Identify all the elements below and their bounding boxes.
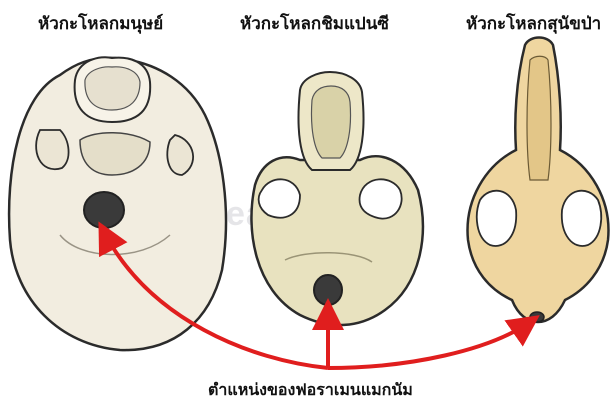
foramen-magnum-caption: ตำแหน่งของฟอราเมนแมกนัม — [208, 378, 413, 403]
chimp-skull — [251, 72, 422, 325]
title-chimp-skull: หัวกะโหลกชิมแปนซี — [240, 10, 389, 37]
arrow-to-wolf-foramen — [328, 322, 530, 368]
wolf-skull — [468, 38, 609, 323]
title-human-skull: หัวกะโหลกมนุษย์ — [38, 10, 163, 37]
title-wolf-skull: หัวกะโหลกสุนัขป่า — [466, 10, 601, 37]
human-skull — [9, 57, 226, 350]
